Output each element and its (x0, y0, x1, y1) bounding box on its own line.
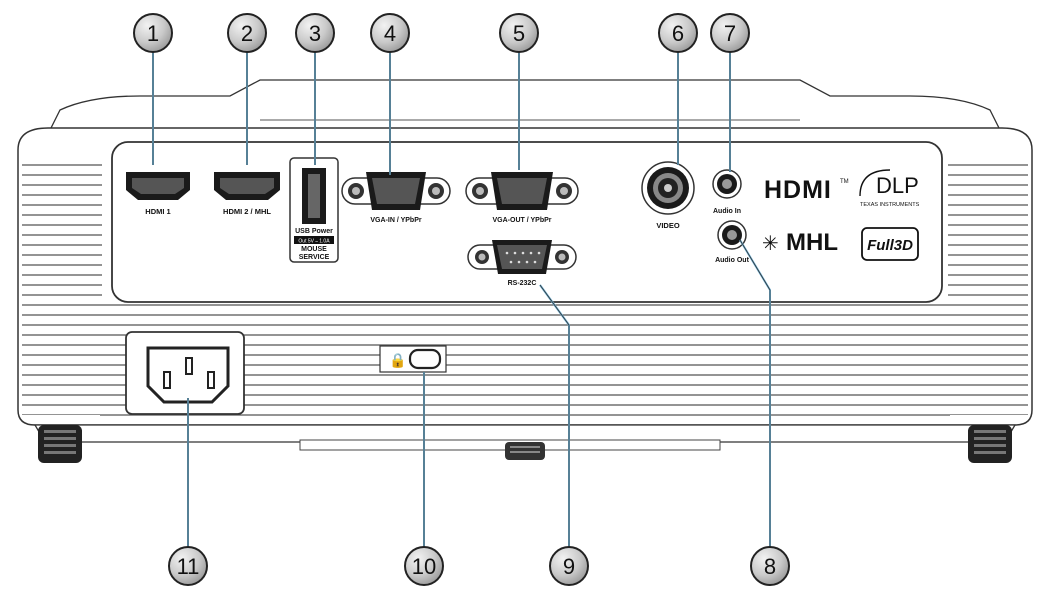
hdmi-logo: HDMI (764, 176, 832, 204)
callout-number-1: 1 (147, 21, 159, 46)
video-port[interactable] (641, 161, 695, 215)
callout-number-8: 8 (764, 554, 776, 579)
rs232-port[interactable] (467, 240, 577, 274)
ti-text: TEXAS INSTRUMENTS (860, 202, 920, 208)
hdmi-tm-mark: TM (840, 179, 849, 185)
hdmi1-label: HDMI 1 (145, 207, 170, 216)
callout-circle-3 (295, 13, 335, 53)
power-inlet[interactable] (125, 331, 245, 415)
callout-circle-5 (499, 13, 539, 53)
callout-circle-10 (404, 546, 444, 586)
audio-in-port[interactable] (712, 169, 742, 199)
hdmi1-port[interactable] (126, 172, 190, 200)
security-lock-slot[interactable]: 🔒 (379, 345, 447, 373)
callout-5: 5 (499, 13, 539, 53)
callout-number-4: 4 (384, 21, 396, 46)
rs232-label: RS-232C (508, 280, 537, 287)
callout-3: 3 (295, 13, 335, 53)
dlp-text: DLP (876, 173, 919, 198)
left-foot (38, 425, 82, 463)
mhl-logo: ✳ MHL (762, 229, 838, 256)
callout-1: 1 (133, 13, 173, 53)
callout-10: 10 (404, 546, 444, 586)
usb-rating-label: Out 5V ⎯ 1.0A (298, 239, 330, 245)
callout-number-2: 2 (241, 21, 253, 46)
callout-circle-1 (133, 13, 173, 53)
full3d-logo: Full3D (861, 227, 919, 261)
lock-icon: 🔒 (389, 353, 406, 369)
right-foot (968, 425, 1012, 463)
callout-4: 4 (370, 13, 410, 53)
leader-core-8 (739, 239, 771, 548)
callout-circle-6 (658, 13, 698, 53)
svg-text:✳: ✳ (762, 231, 779, 255)
callout-number-7: 7 (724, 21, 736, 46)
full3d-text: Full3D (867, 237, 913, 254)
mhl-text: MHL (786, 229, 838, 256)
callout-circle-2 (227, 13, 267, 53)
callout-bubbles: 1 2 3 4 5 6 7 8 9 10 11 (133, 13, 790, 586)
callout-number-9: 9 (563, 554, 575, 579)
usb-power-label: USB Power (295, 228, 333, 235)
callout-circle-7 (710, 13, 750, 53)
service-label: SERVICE (299, 254, 330, 261)
mouse-label: MOUSE (301, 246, 327, 253)
hdmi2-port[interactable] (214, 172, 280, 200)
callout-2: 2 (227, 13, 267, 53)
callout-7: 7 (710, 13, 750, 53)
callout-circle-4 (370, 13, 410, 53)
callout-number-10: 10 (412, 554, 436, 579)
callout-circle-11 (168, 546, 208, 586)
center-foot (505, 442, 545, 460)
vga-in-label: VGA-IN / YPbPr (370, 217, 421, 224)
callout-number-6: 6 (672, 21, 684, 46)
callout-leaders (152, 51, 771, 548)
vga-out-port[interactable] (465, 172, 579, 210)
callout-8: 8 (750, 546, 790, 586)
callout-6: 6 (658, 13, 698, 53)
vga-out-label: VGA-OUT / YPbPr (493, 217, 552, 224)
callout-number-5: 5 (513, 21, 525, 46)
hdmi2-label: HDMI 2 / MHL (223, 207, 271, 216)
video-label: VIDEO (656, 221, 680, 230)
callout-circle-8 (750, 546, 790, 586)
audio-in-label: Audio In (713, 208, 741, 215)
dlp-logo: DLP TEXAS INSTRUMENTS (859, 169, 920, 208)
audio-out-label: Audio Out (715, 257, 749, 264)
callout-11: 11 (168, 546, 208, 586)
callout-9: 9 (549, 546, 589, 586)
callout-circle-9 (549, 546, 589, 586)
leader-core-9 (539, 284, 570, 548)
callout-number-11: 11 (177, 554, 200, 579)
callout-number-3: 3 (309, 21, 321, 46)
vga-in-port[interactable] (341, 172, 451, 210)
audio-out-port[interactable] (717, 220, 747, 250)
